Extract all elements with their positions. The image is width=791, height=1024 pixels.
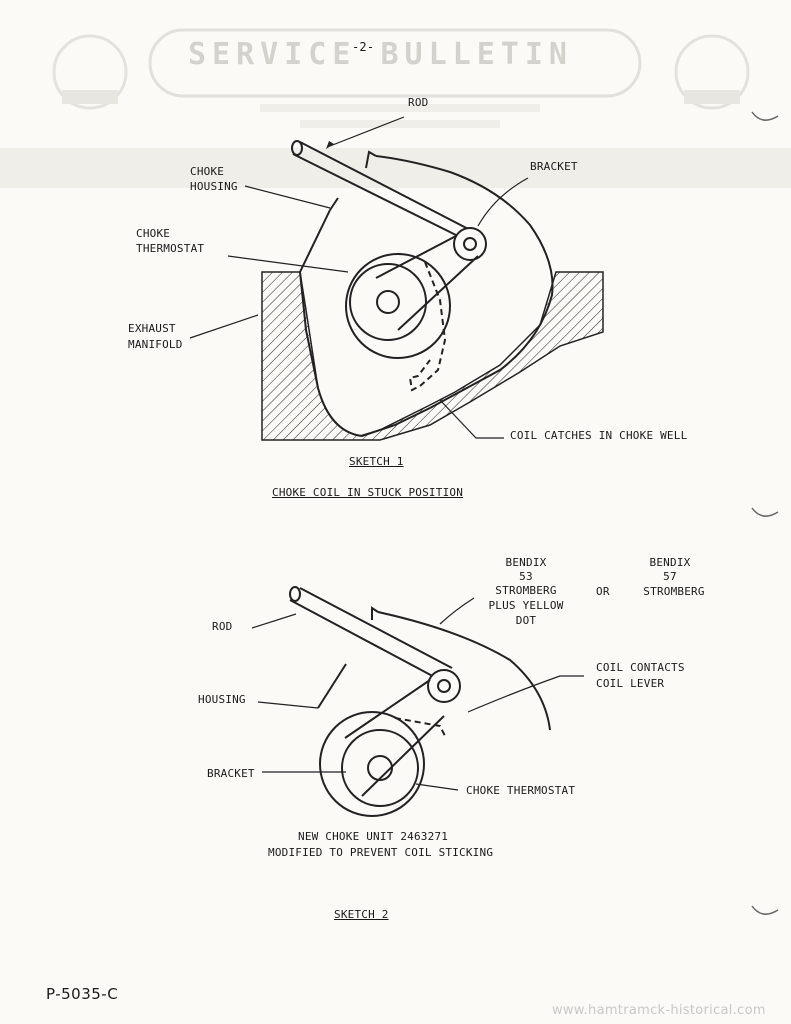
label-bendix-53-line4: PLUS YELLOW <box>488 599 564 612</box>
label-bracket-1: BRACKET <box>530 160 578 173</box>
label-rod-2: ROD <box>212 620 233 633</box>
label-coil-catches: COIL CATCHES IN CHOKE WELL <box>510 429 688 442</box>
sketch-2-note-line1: NEW CHOKE UNIT 2463271 <box>298 830 449 843</box>
label-coil-contacts-line2: COIL LEVER <box>596 677 665 690</box>
label-housing-2: HOUSING <box>198 693 246 706</box>
label-exhaust-manifold-line2: MANIFOLD <box>128 338 183 351</box>
label-bendix-53-line2: 53 <box>519 570 533 583</box>
label-choke-thermostat-2: CHOKE THERMOSTAT <box>466 784 576 797</box>
sketch-1-subtitle: CHOKE COIL IN STUCK POSITION <box>272 486 464 499</box>
sketch-2-diagram <box>251 586 584 817</box>
label-or: OR <box>596 585 610 598</box>
sketch-2-note-line2: MODIFIED TO PREVENT COIL STICKING <box>268 846 494 859</box>
label-bendix-53-line5: DOT <box>515 614 537 627</box>
label-choke-housing-line2: HOUSING <box>190 180 238 193</box>
label-coil-contacts-line1: COIL CONTACTS <box>596 661 685 674</box>
website-watermark: www.hamtramck-historical.com <box>552 1003 766 1018</box>
label-bendix-53-line1: BENDIX <box>505 556 547 569</box>
choke-housing-outline <box>299 155 554 438</box>
label-choke-thermostat-line1: CHOKE <box>136 227 171 240</box>
binder-mark-3 <box>751 905 779 915</box>
housing-2-outline <box>371 606 551 731</box>
binder-mark-1 <box>751 111 779 121</box>
label-exhaust-manifold-line1: EXHAUST <box>128 322 176 335</box>
rod-shape <box>292 141 479 241</box>
label-choke-housing-line1: CHOKE <box>190 165 225 178</box>
label-bendix-57-line2: 57 <box>663 570 677 583</box>
form-number: P-5035-C <box>46 985 119 1003</box>
label-bendix-57-line1: BENDIX <box>649 556 691 569</box>
page-number: -2- <box>352 40 375 54</box>
sketch-2-caption: SKETCH 2 <box>334 908 389 921</box>
sketch-1-caption: SKETCH 1 <box>349 455 404 468</box>
binder-mark-2 <box>751 507 779 517</box>
label-bracket-2: BRACKET <box>207 767 255 780</box>
label-bendix-53-line3: STROMBERG <box>495 584 557 597</box>
label-bendix-57-line3: STROMBERG <box>643 585 705 598</box>
label-rod-1: ROD <box>408 96 429 109</box>
label-choke-thermostat-line2: THERMOSTAT <box>136 242 205 255</box>
